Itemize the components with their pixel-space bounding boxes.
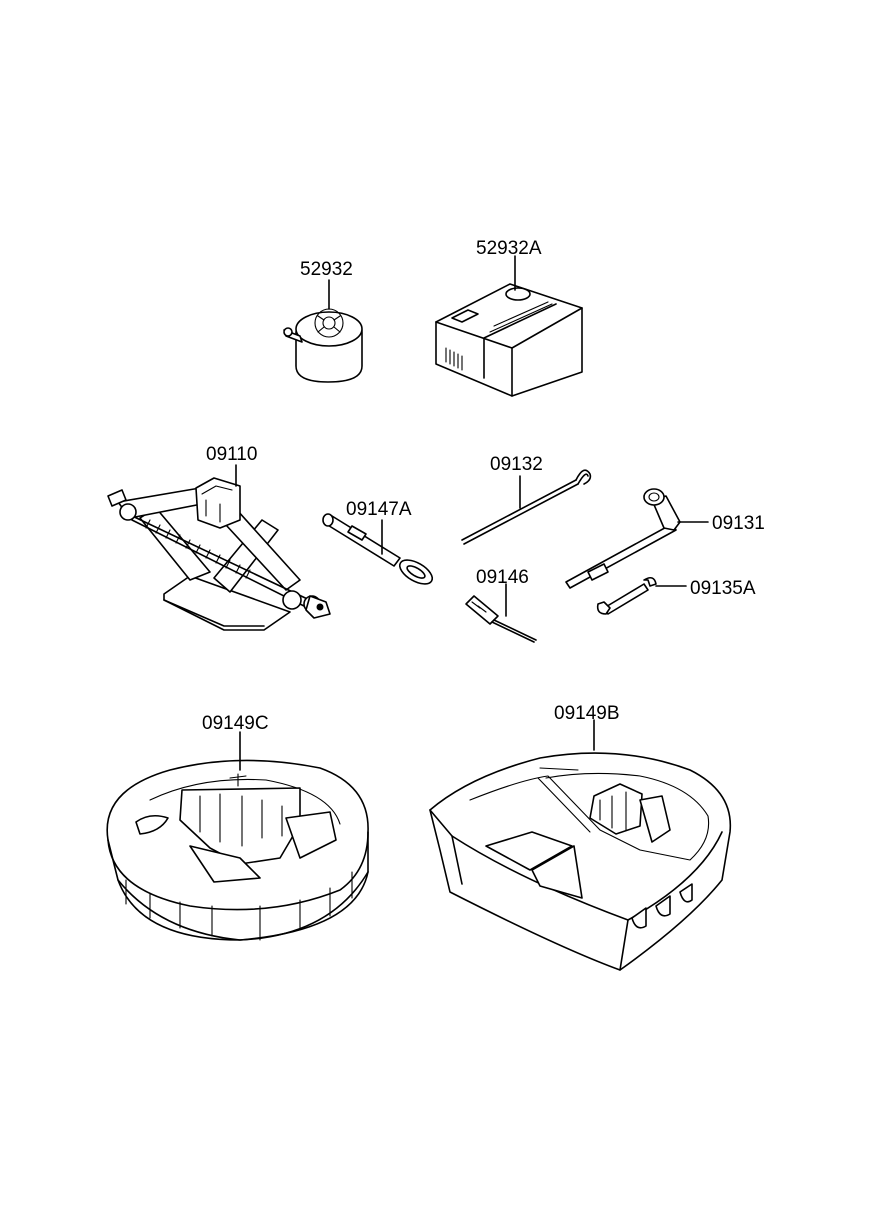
part-09131-illustration (565, 488, 709, 589)
part-number-label: 09131 (712, 513, 765, 534)
part-09110-illustration (107, 464, 331, 631)
part-52932A-illustration (435, 255, 583, 397)
part-09149C-illustration (106, 731, 369, 941)
part-number-label: 09146 (476, 567, 529, 588)
part-09147A-illustration (322, 513, 434, 585)
part-number-label: 09149C (202, 713, 269, 734)
part-number-label: 09149B (554, 703, 620, 724)
part-number-label: 09147A (346, 499, 412, 520)
part-number-label: 52932A (476, 238, 542, 259)
part-number-label: 09110 (206, 444, 257, 465)
part-52932-illustration (283, 279, 363, 383)
part-09149B-illustration (429, 719, 732, 971)
part-number-label: 52932 (300, 259, 353, 280)
part-09135A-illustration (596, 576, 687, 615)
part-09132-illustration (461, 469, 592, 545)
part-09146-illustration (465, 583, 537, 643)
part-number-label: 09132 (490, 454, 543, 475)
part-number-label: 09135A (690, 578, 756, 599)
